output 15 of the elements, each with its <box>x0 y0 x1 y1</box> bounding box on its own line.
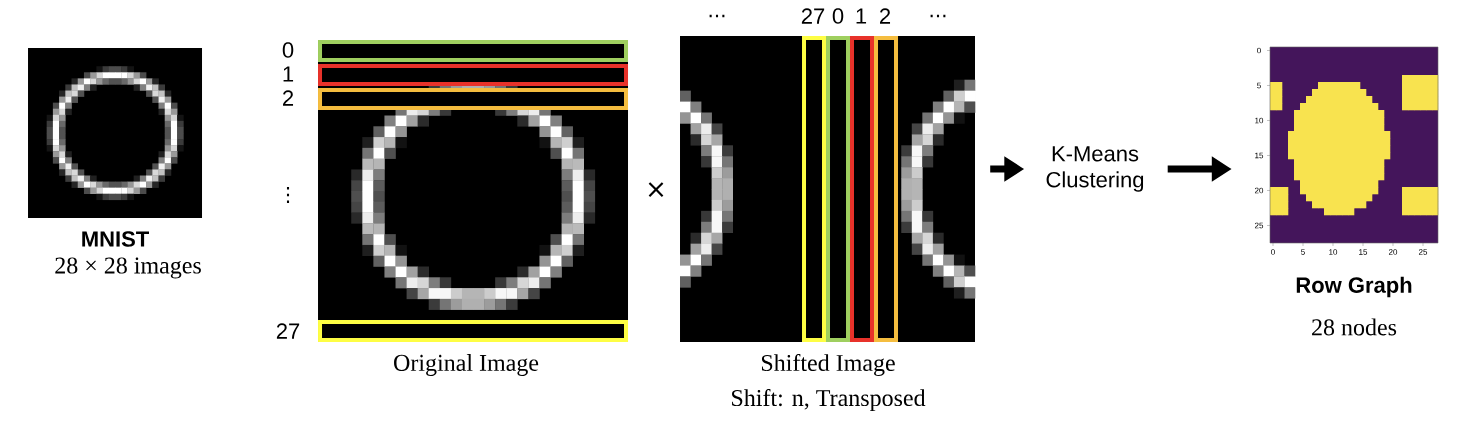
node-label: 28 nodes <box>1312 318 1397 336</box>
multiply-sign: × <box>648 182 664 197</box>
tick-label: 0 <box>1257 47 1261 54</box>
row-index: 2 <box>283 90 294 106</box>
ellipsis: ⋮ <box>286 186 290 204</box>
tick-label: 5 <box>1257 82 1261 89</box>
row-index: 0 <box>282 42 294 58</box>
node-label: Shift: n, Transposed <box>732 389 926 411</box>
node-label: Row Graph <box>1296 276 1412 298</box>
method-label: K-Means Clustering <box>1046 146 1144 192</box>
row-index: 1 <box>283 66 294 82</box>
node-label: Original Image <box>394 354 539 376</box>
node-label: MNIST <box>82 231 149 247</box>
node-label: 28 × 28 images <box>55 257 201 279</box>
node-label: Shifted Image <box>761 353 895 377</box>
